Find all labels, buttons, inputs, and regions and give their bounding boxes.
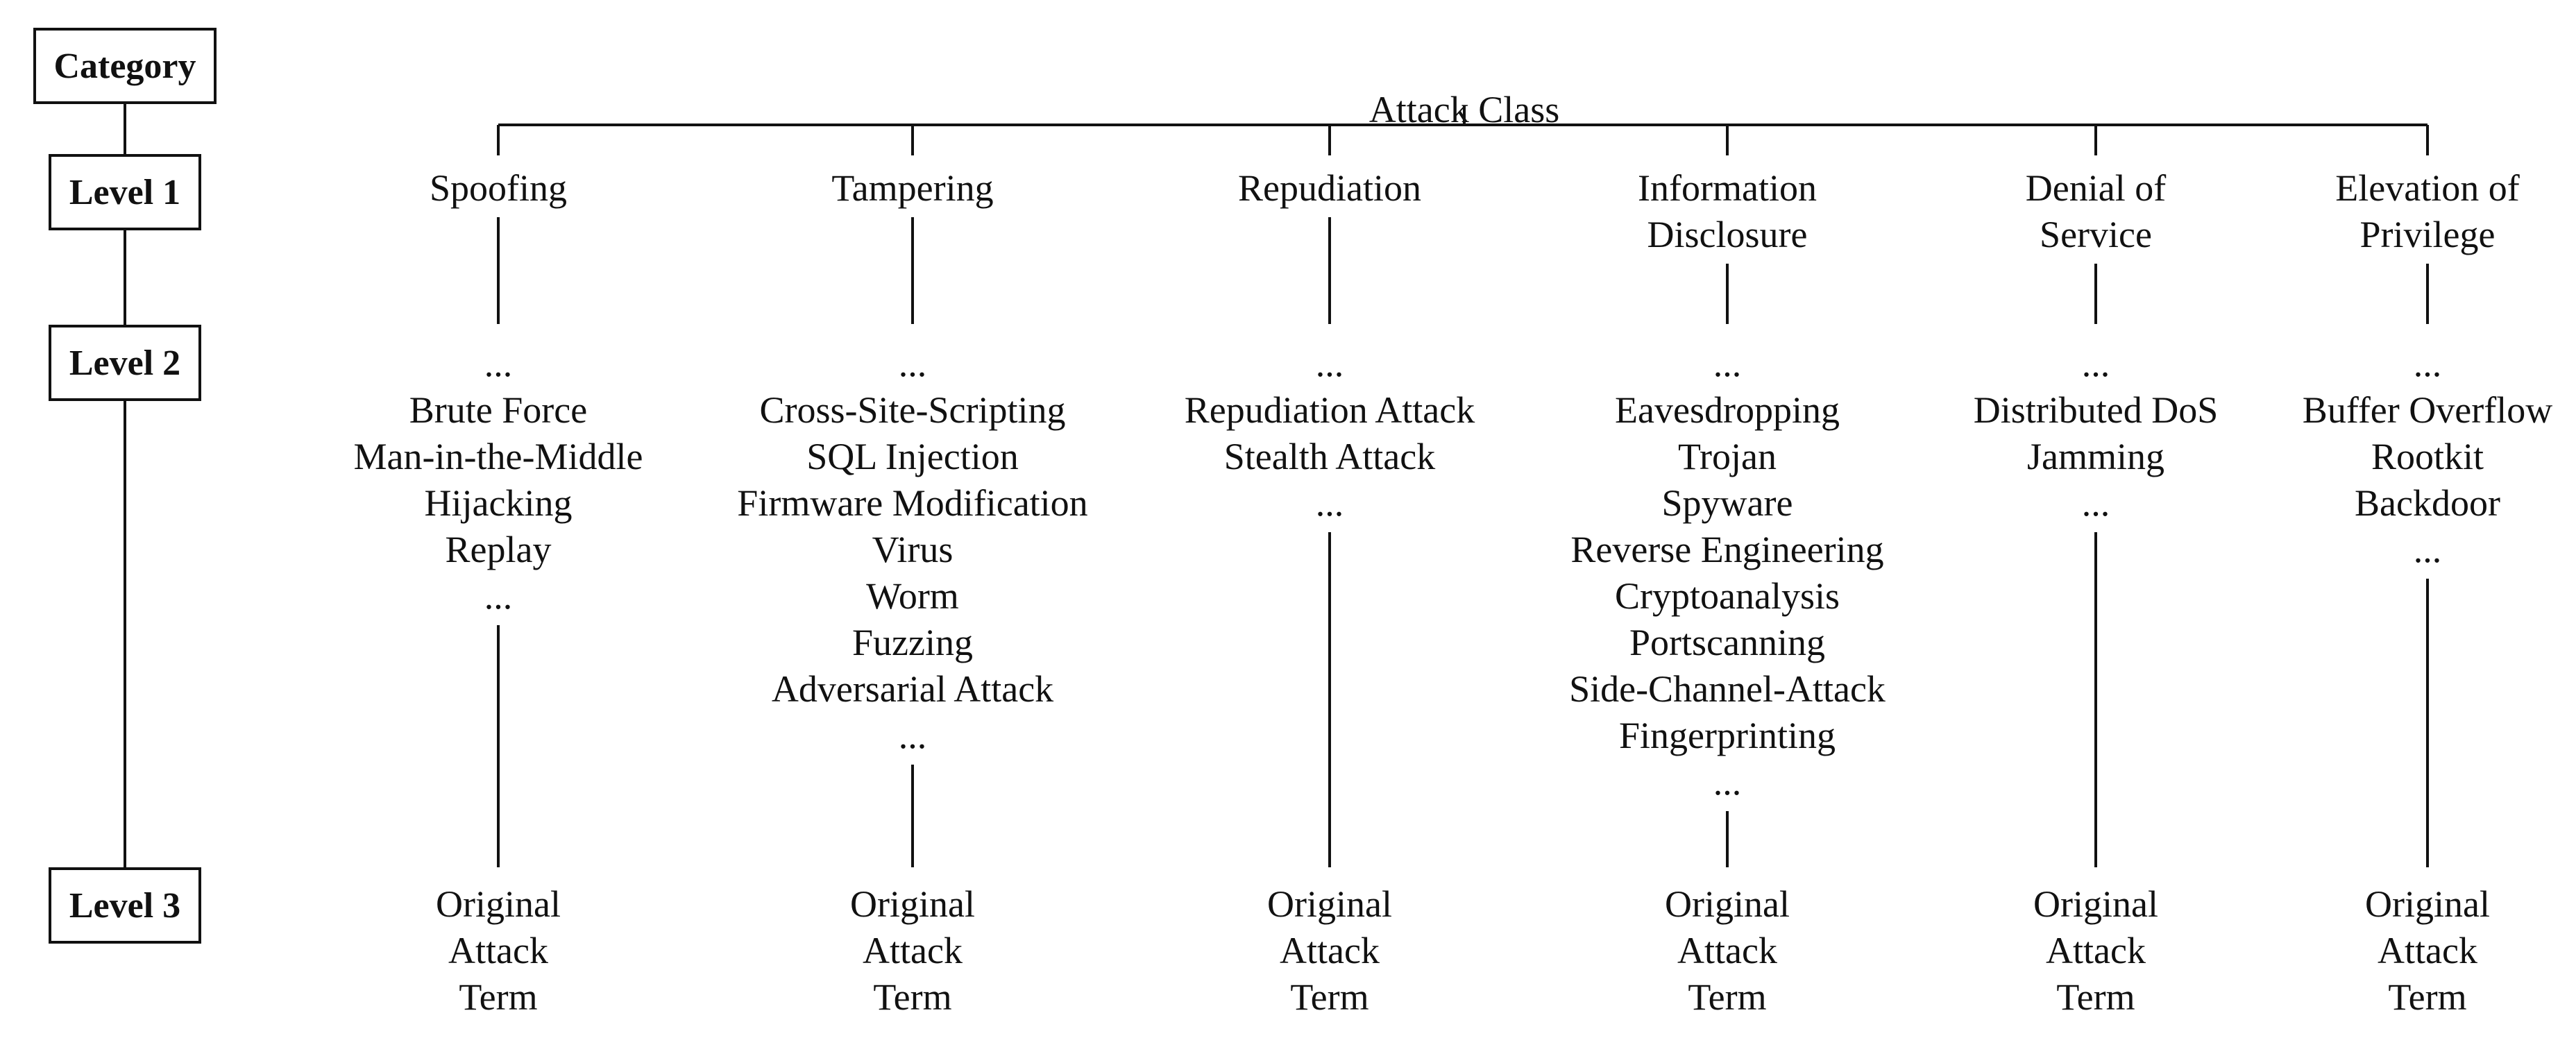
category-level2-label: Level 2 xyxy=(69,343,181,383)
category-level1-label: Level 1 xyxy=(69,172,181,212)
level3-node-line: Original xyxy=(2033,883,2158,925)
level3-node-line: Attack xyxy=(2046,930,2146,971)
level2-node-line: Firmware Modification xyxy=(737,482,1088,524)
level2-node-line: ... xyxy=(1315,482,1344,524)
category-level3-label: Level 3 xyxy=(69,885,181,926)
level3-node-line: Original xyxy=(1267,883,1392,925)
level1-node-line: Privilege xyxy=(2359,214,2496,255)
level2-node-line: ... xyxy=(484,343,513,384)
level3-node-line: Attack xyxy=(1677,930,1777,971)
level2-node: ... Distributed DoS Jamming... xyxy=(1974,341,2219,527)
level2-node-line: Hijacking xyxy=(424,482,573,524)
level2-node-line: ... xyxy=(898,343,927,384)
level2-node-line: Worm xyxy=(866,575,959,617)
level1-node-line: Elevation of xyxy=(2335,167,2520,209)
level2-node-line: Eavesdropping xyxy=(1615,389,1840,431)
level2-node-line: Repudiation Attack xyxy=(1184,389,1475,431)
root-label: Attack Class xyxy=(1368,89,1560,130)
level3-node-line: Term xyxy=(1290,976,1369,1018)
level2-node-line: SQL Injection xyxy=(806,436,1019,477)
level2-node-line: Virus xyxy=(872,529,954,570)
level1-node-line: Information xyxy=(1638,167,1817,209)
level1-node-line: Tampering xyxy=(831,167,994,209)
level2-node-line: ... xyxy=(484,575,513,617)
level2-node-line: Side-Channel-Attack xyxy=(1569,668,1886,710)
level2-node-line: ... xyxy=(1315,343,1344,384)
level2-node-line: Cross-Site-Scripting xyxy=(759,389,1066,431)
level2-node-line: ... xyxy=(2413,529,2442,570)
level3-node-line: Term xyxy=(2056,976,2135,1018)
level2-node-line: Rootkit xyxy=(2371,436,2484,477)
level2-node-line: Adversarial Attack xyxy=(771,668,1054,710)
level2-node-line: Portscanning xyxy=(1629,622,1825,663)
level2-node-line: Cryptoanalysis xyxy=(1615,575,1840,617)
level2-node-line: ... xyxy=(1713,343,1742,384)
category-header-label: Category xyxy=(53,46,196,86)
category-level2-box: Level 2 xyxy=(49,325,201,401)
level3-node-line: Attack xyxy=(448,930,548,971)
level3-node-line: Attack xyxy=(863,930,963,971)
level2-node-line: Fingerprinting xyxy=(1619,715,1836,756)
level2-node-line: Spyware xyxy=(1661,482,1793,524)
level3-node-line: Original xyxy=(436,883,561,925)
level2-node-line: ... xyxy=(2081,482,2110,524)
level2-node-line: Stealth Attack xyxy=(1223,436,1436,477)
level1-node-line: Repudiation xyxy=(1238,167,1421,209)
category-level3-box: Level 3 xyxy=(49,867,201,944)
level1-node: Tampering xyxy=(831,165,993,212)
level2-node-line: Fuzzing xyxy=(852,622,973,663)
level2-node-line: Jamming xyxy=(2026,436,2164,477)
category-header-box: Category xyxy=(33,28,217,104)
level3-node-line: Attack xyxy=(2378,930,2477,971)
level2-node-line: Distributed DoS xyxy=(1973,389,2219,431)
level1-node-line: Service xyxy=(2040,214,2152,255)
level3-node-line: Term xyxy=(873,976,952,1018)
level2-node-line: Brute Force xyxy=(409,389,588,431)
level1-node: Repudiation xyxy=(1238,165,1421,212)
level2-node-line: Buffer Overflow xyxy=(2302,389,2553,431)
level2-node-line: ... xyxy=(2413,343,2442,384)
level3-node-line: Attack xyxy=(1280,930,1380,971)
level2-node-line: Trojan xyxy=(1677,436,1777,477)
level3-node-line: Original xyxy=(1665,883,1790,925)
level2-node-line: Backdoor xyxy=(2355,482,2500,524)
level3-node-line: Term xyxy=(459,976,538,1018)
level1-node: Elevation of Privilege xyxy=(2335,165,2519,258)
level2-node-line: Replay xyxy=(445,529,552,570)
level3-node-line: Term xyxy=(1688,976,1767,1018)
root-node: Attack Class xyxy=(1369,40,1559,133)
level2-node-line: Man-in-the-Middle xyxy=(353,436,643,477)
level2-node-line: ... xyxy=(898,715,927,756)
level2-node-line: ... xyxy=(1713,761,1742,803)
level2-node-line: ... xyxy=(2081,343,2110,384)
category-level1-box: Level 1 xyxy=(49,154,201,230)
level1-node: Denial of Service xyxy=(2026,165,2166,258)
level3-node-line: Term xyxy=(2388,976,2467,1018)
level2-node-line: Reverse Engineering xyxy=(1570,529,1884,570)
level3-node-line: Original xyxy=(850,883,975,925)
level1-node-line: Spoofing xyxy=(429,167,568,209)
level3-node-line: Original xyxy=(2365,883,2490,925)
level1-node-line: Disclosure xyxy=(1647,214,1808,255)
level1-node: Spoofing xyxy=(430,165,567,212)
level1-node-line: Denial of xyxy=(2025,167,2167,209)
